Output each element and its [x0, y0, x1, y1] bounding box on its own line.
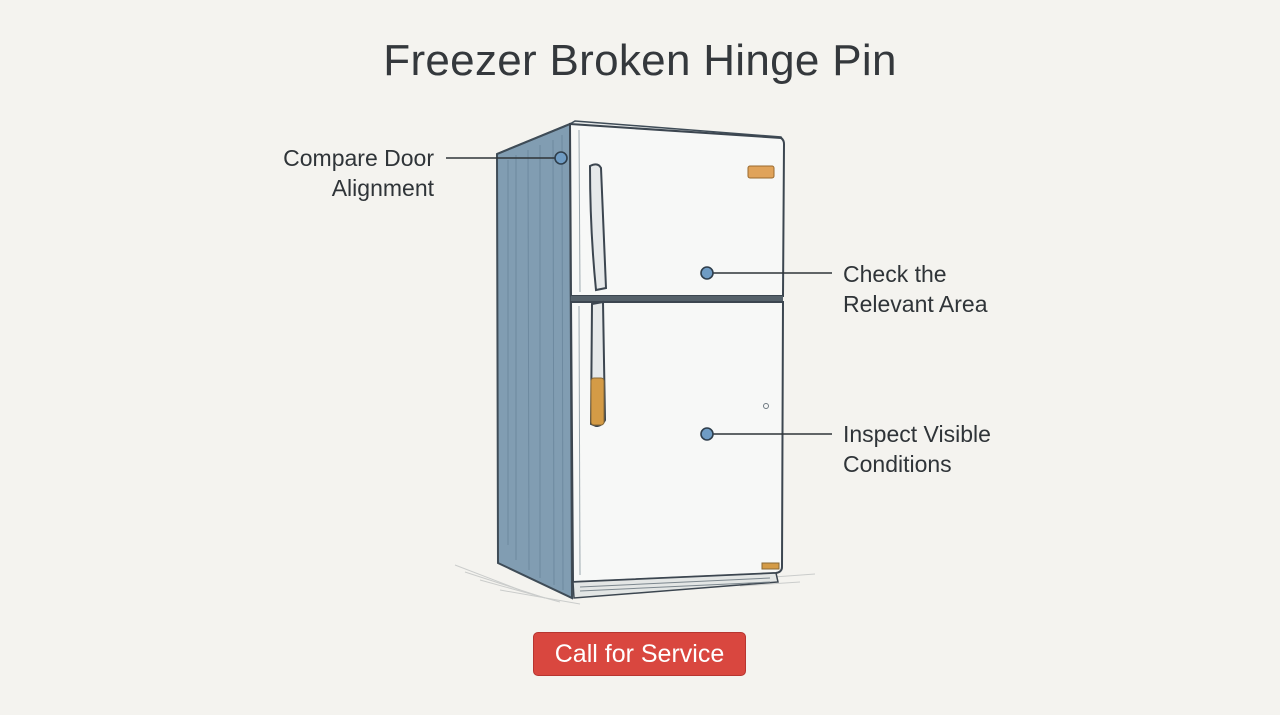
freezer-handle [588, 163, 608, 292]
callout-visible-conditions-line1: Inspect Visible [843, 421, 991, 447]
callout-dot-door-alignment [554, 151, 568, 165]
callout-visible-conditions: Inspect Visible Conditions [843, 419, 1063, 479]
base-grille [572, 572, 779, 599]
handle-accent [590, 377, 605, 426]
call-for-service-button[interactable]: Call for Service [533, 632, 746, 676]
side-panel-hatching [507, 134, 564, 591]
callout-door-alignment: Compare Door Alignment [232, 143, 434, 203]
page-title: Freezer Broken Hinge Pin [383, 36, 897, 85]
callout-door-alignment-line2: Alignment [331, 175, 434, 201]
freezer-door [568, 122, 786, 297]
callout-dot-visible-conditions [700, 427, 714, 441]
callout-relevant-area-line2: Relevant Area [843, 291, 988, 317]
floor-shadow [454, 564, 816, 605]
callout-door-alignment-line1: Compare Door [283, 145, 434, 171]
callout-dot-relevant-area [700, 266, 714, 280]
callout-relevant-area: Check the Relevant Area [843, 259, 1063, 319]
callout-visible-conditions-line2: Conditions [843, 451, 952, 477]
callout-leaders [446, 157, 832, 435]
freezer-badge [747, 165, 775, 179]
callout-relevant-area-line1: Check the [843, 261, 947, 287]
door-gap [571, 296, 783, 302]
